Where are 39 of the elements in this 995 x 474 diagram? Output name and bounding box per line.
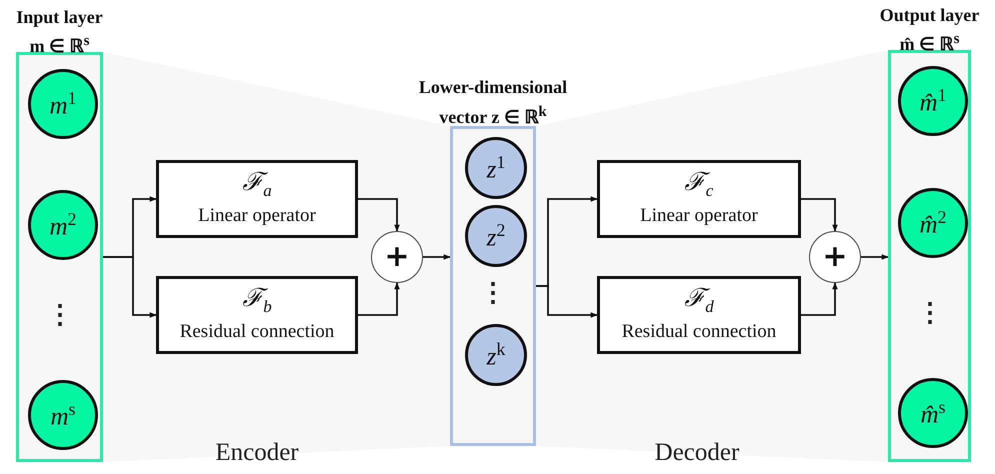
neuron-circle: z$^{2}$ (465, 205, 527, 267)
ellipsis: ⋮ (479, 278, 507, 308)
operator-symbol: ℱ$_{a}$ (242, 170, 272, 202)
operator-symbol: ℱ$_{c}$ (684, 170, 714, 202)
operator-box (597, 160, 801, 238)
neuron-circle: z$^{k}$ (465, 324, 527, 386)
neuron-circle: m̂$^{2}$ (898, 188, 968, 258)
neuron-circle: m$^{s}$ (28, 380, 98, 450)
operator-symbol: ℱ$_{b}$ (242, 286, 272, 318)
arrow (801, 282, 838, 316)
layer-dimension: m̂ ∈ ℝ$^{s}$ (900, 30, 960, 56)
layer-heading: Output layer (880, 4, 980, 27)
operator-label: Residual connection (622, 320, 776, 344)
stage-label: Decoder (654, 438, 740, 468)
latent-heading: Lower-dimensional vector z ∈ ℝ$^{k}$ (418, 76, 568, 129)
operator-box (156, 160, 358, 238)
neuron-circle: m̂$^{s}$ (898, 378, 968, 448)
operator-box (156, 276, 358, 354)
arrow (801, 198, 838, 232)
arrow (103, 256, 157, 318)
ellipsis: ⋮ (46, 300, 74, 330)
arrow (536, 285, 598, 318)
operator-box (597, 276, 801, 354)
layer-dimension: m ∈ ℝ$^{s}$ (30, 32, 90, 58)
arrow (358, 282, 400, 316)
arrow (358, 198, 400, 232)
neuron-circle: m$^{1}$ (28, 69, 98, 139)
operator-label: Residual connection (180, 320, 334, 344)
operator-label: Linear operator (198, 204, 316, 228)
layer-heading: Input layer (16, 6, 103, 29)
ellipsis: ⋮ (916, 298, 944, 328)
neuron-circle: z$^{1}$ (465, 137, 527, 199)
stage-label: Encoder (214, 438, 300, 468)
arrow (861, 254, 889, 260)
neuron-circle: m̂$^{1}$ (898, 66, 968, 136)
operator-symbol: ℱ$_{d}$ (684, 286, 714, 318)
operator-label: Linear operator (640, 204, 758, 228)
arrow (423, 254, 451, 260)
neuron-circle: m$^{2}$ (28, 190, 98, 260)
